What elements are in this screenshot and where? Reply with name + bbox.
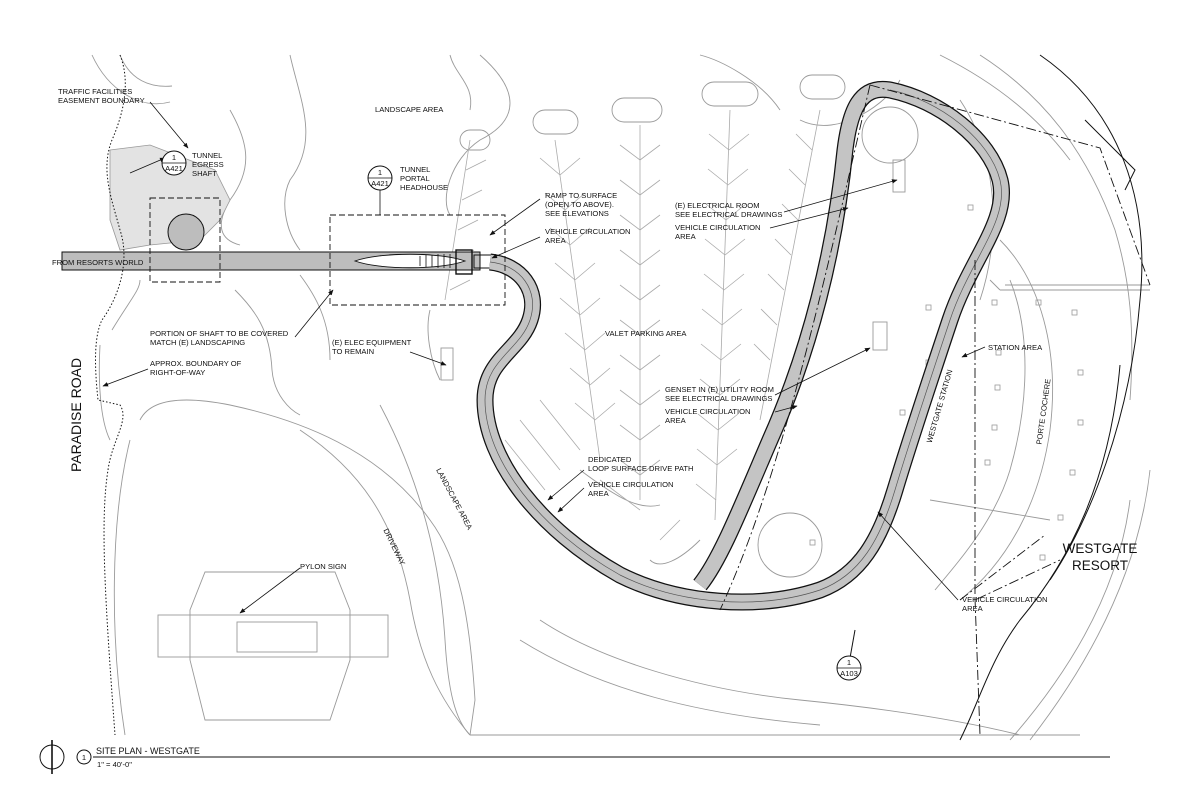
callout-section-number: 1: [847, 658, 851, 667]
label-valet-parking: VALET PARKING AREA: [605, 329, 687, 338]
callout-portal-number: 1: [378, 168, 382, 177]
label-vca-genset-1: VEHICLE CIRCULATION: [665, 407, 751, 416]
callout-section: 1 A103: [836, 655, 862, 681]
label-ramp-1: RAMP TO SURFACE: [545, 191, 617, 200]
pylon-sign: [157, 571, 389, 721]
callout-egress-sheet: A421: [165, 164, 183, 173]
label-porte-cochere: PORTE COCHERE: [1034, 378, 1052, 445]
callout-egress-number: 1: [172, 153, 176, 162]
label-vca-ramp-2: AREA: [545, 236, 567, 245]
title-number: 1: [82, 753, 86, 762]
label-genset-2: SEE ELECTRICAL DRAWINGS: [665, 394, 772, 403]
label-vca-loop-1: VEHICLE CIRCULATION: [588, 480, 674, 489]
label-pylon-sign: PYLON SIGN: [300, 562, 346, 571]
callout-portal-sheet: A421: [371, 179, 389, 188]
label-row-boundary-1: APPROX. BOUNDARY OF: [150, 359, 242, 368]
boundaries: [95, 54, 1151, 736]
label-vca-ramp-1: VEHICLE CIRCULATION: [545, 227, 631, 236]
label-vca-genset-2: AREA: [665, 416, 687, 425]
label-paradise-road: PARADISE ROAD: [68, 358, 84, 472]
label-tunnel-portal-3: HEADHOUSE: [400, 183, 448, 192]
title-block: 1 SITE PLAN - WESTGATE 1" = 40'-0": [39, 740, 1110, 774]
label-row-boundary-2: RIGHT-OF-WAY: [150, 368, 205, 377]
leader-lines: [102, 101, 986, 614]
label-vca-electrical-2: AREA: [675, 232, 697, 241]
tunnel-shaft: [61, 213, 493, 275]
title-scale: 1" = 40'-0": [97, 760, 132, 769]
label-traffic-easement-1: TRAFFIC FACILITIES: [58, 87, 132, 96]
label-landscape-top: LANDSCAPE AREA: [375, 105, 444, 114]
label-portion-shaft-2: MATCH (E) LANDSCAPING: [150, 338, 245, 347]
label-electrical-room-2: SEE ELECTRICAL DRAWINGS: [675, 210, 782, 219]
label-driveway: DRIVEWAY: [382, 527, 407, 567]
label-portion-shaft-1: PORTION OF SHAFT TO BE COVERED: [150, 329, 289, 338]
label-loop-path-1: DEDICATED: [588, 455, 632, 464]
label-genset-1: GENSET IN (E) UTILITY ROOM: [665, 385, 774, 394]
label-tunnel-egress-2: EGRESS: [192, 160, 224, 169]
site-linework: [91, 54, 1151, 741]
label-vca-electrical-1: VEHICLE CIRCULATION: [675, 223, 761, 232]
title-text: SITE PLAN - WESTGATE: [96, 746, 200, 756]
callout-egress: 1 A421: [161, 150, 187, 176]
label-tunnel-egress-1: TUNNEL: [192, 151, 222, 160]
annotations: TRAFFIC FACILITIES EASEMENT BOUNDARY TUN…: [52, 87, 1137, 613]
label-from-resorts-world: FROM RESORTS WORLD: [52, 258, 144, 267]
loop-drive-path: [476, 80, 1010, 611]
label-elec-equipment-1: (E) ELEC EQUIPMENT: [332, 338, 412, 347]
label-westgate-resort-1: WESTGATE: [1063, 541, 1138, 556]
callout-portal: 1 A421: [367, 165, 393, 215]
label-ramp-2: (OPEN TO ABOVE).: [545, 200, 614, 209]
label-electrical-room-1: (E) ELECTRICAL ROOM: [675, 201, 760, 210]
label-tunnel-egress-3: SHAFT: [192, 169, 217, 178]
label-elec-equipment-2: TO REMAIN: [332, 347, 374, 356]
label-traffic-easement-2: EASEMENT BOUNDARY: [58, 96, 145, 105]
north-arrow-icon: [39, 740, 65, 774]
callout-section-sheet: A103: [840, 669, 858, 678]
section-cut-line: [849, 629, 856, 659]
label-loop-path-2: LOOP SURFACE DRIVE PATH: [588, 464, 694, 473]
parking-stalls: [444, 109, 821, 541]
label-station-area: STATION AREA: [988, 343, 1043, 352]
label-vca-loop-2: AREA: [588, 489, 610, 498]
label-tunnel-portal-2: PORTAL: [400, 174, 430, 183]
label-westgate-resort-2: RESORT: [1072, 558, 1128, 573]
label-ramp-3: SEE ELEVATIONS: [545, 209, 609, 218]
label-landscape-lower: LANDSCAPE AREA: [434, 467, 474, 532]
label-vca-lower-right-1: VEHICLE CIRCULATION: [962, 595, 1048, 604]
label-tunnel-portal-1: TUNNEL: [400, 165, 430, 174]
label-vca-lower-right-2: AREA: [962, 604, 984, 613]
